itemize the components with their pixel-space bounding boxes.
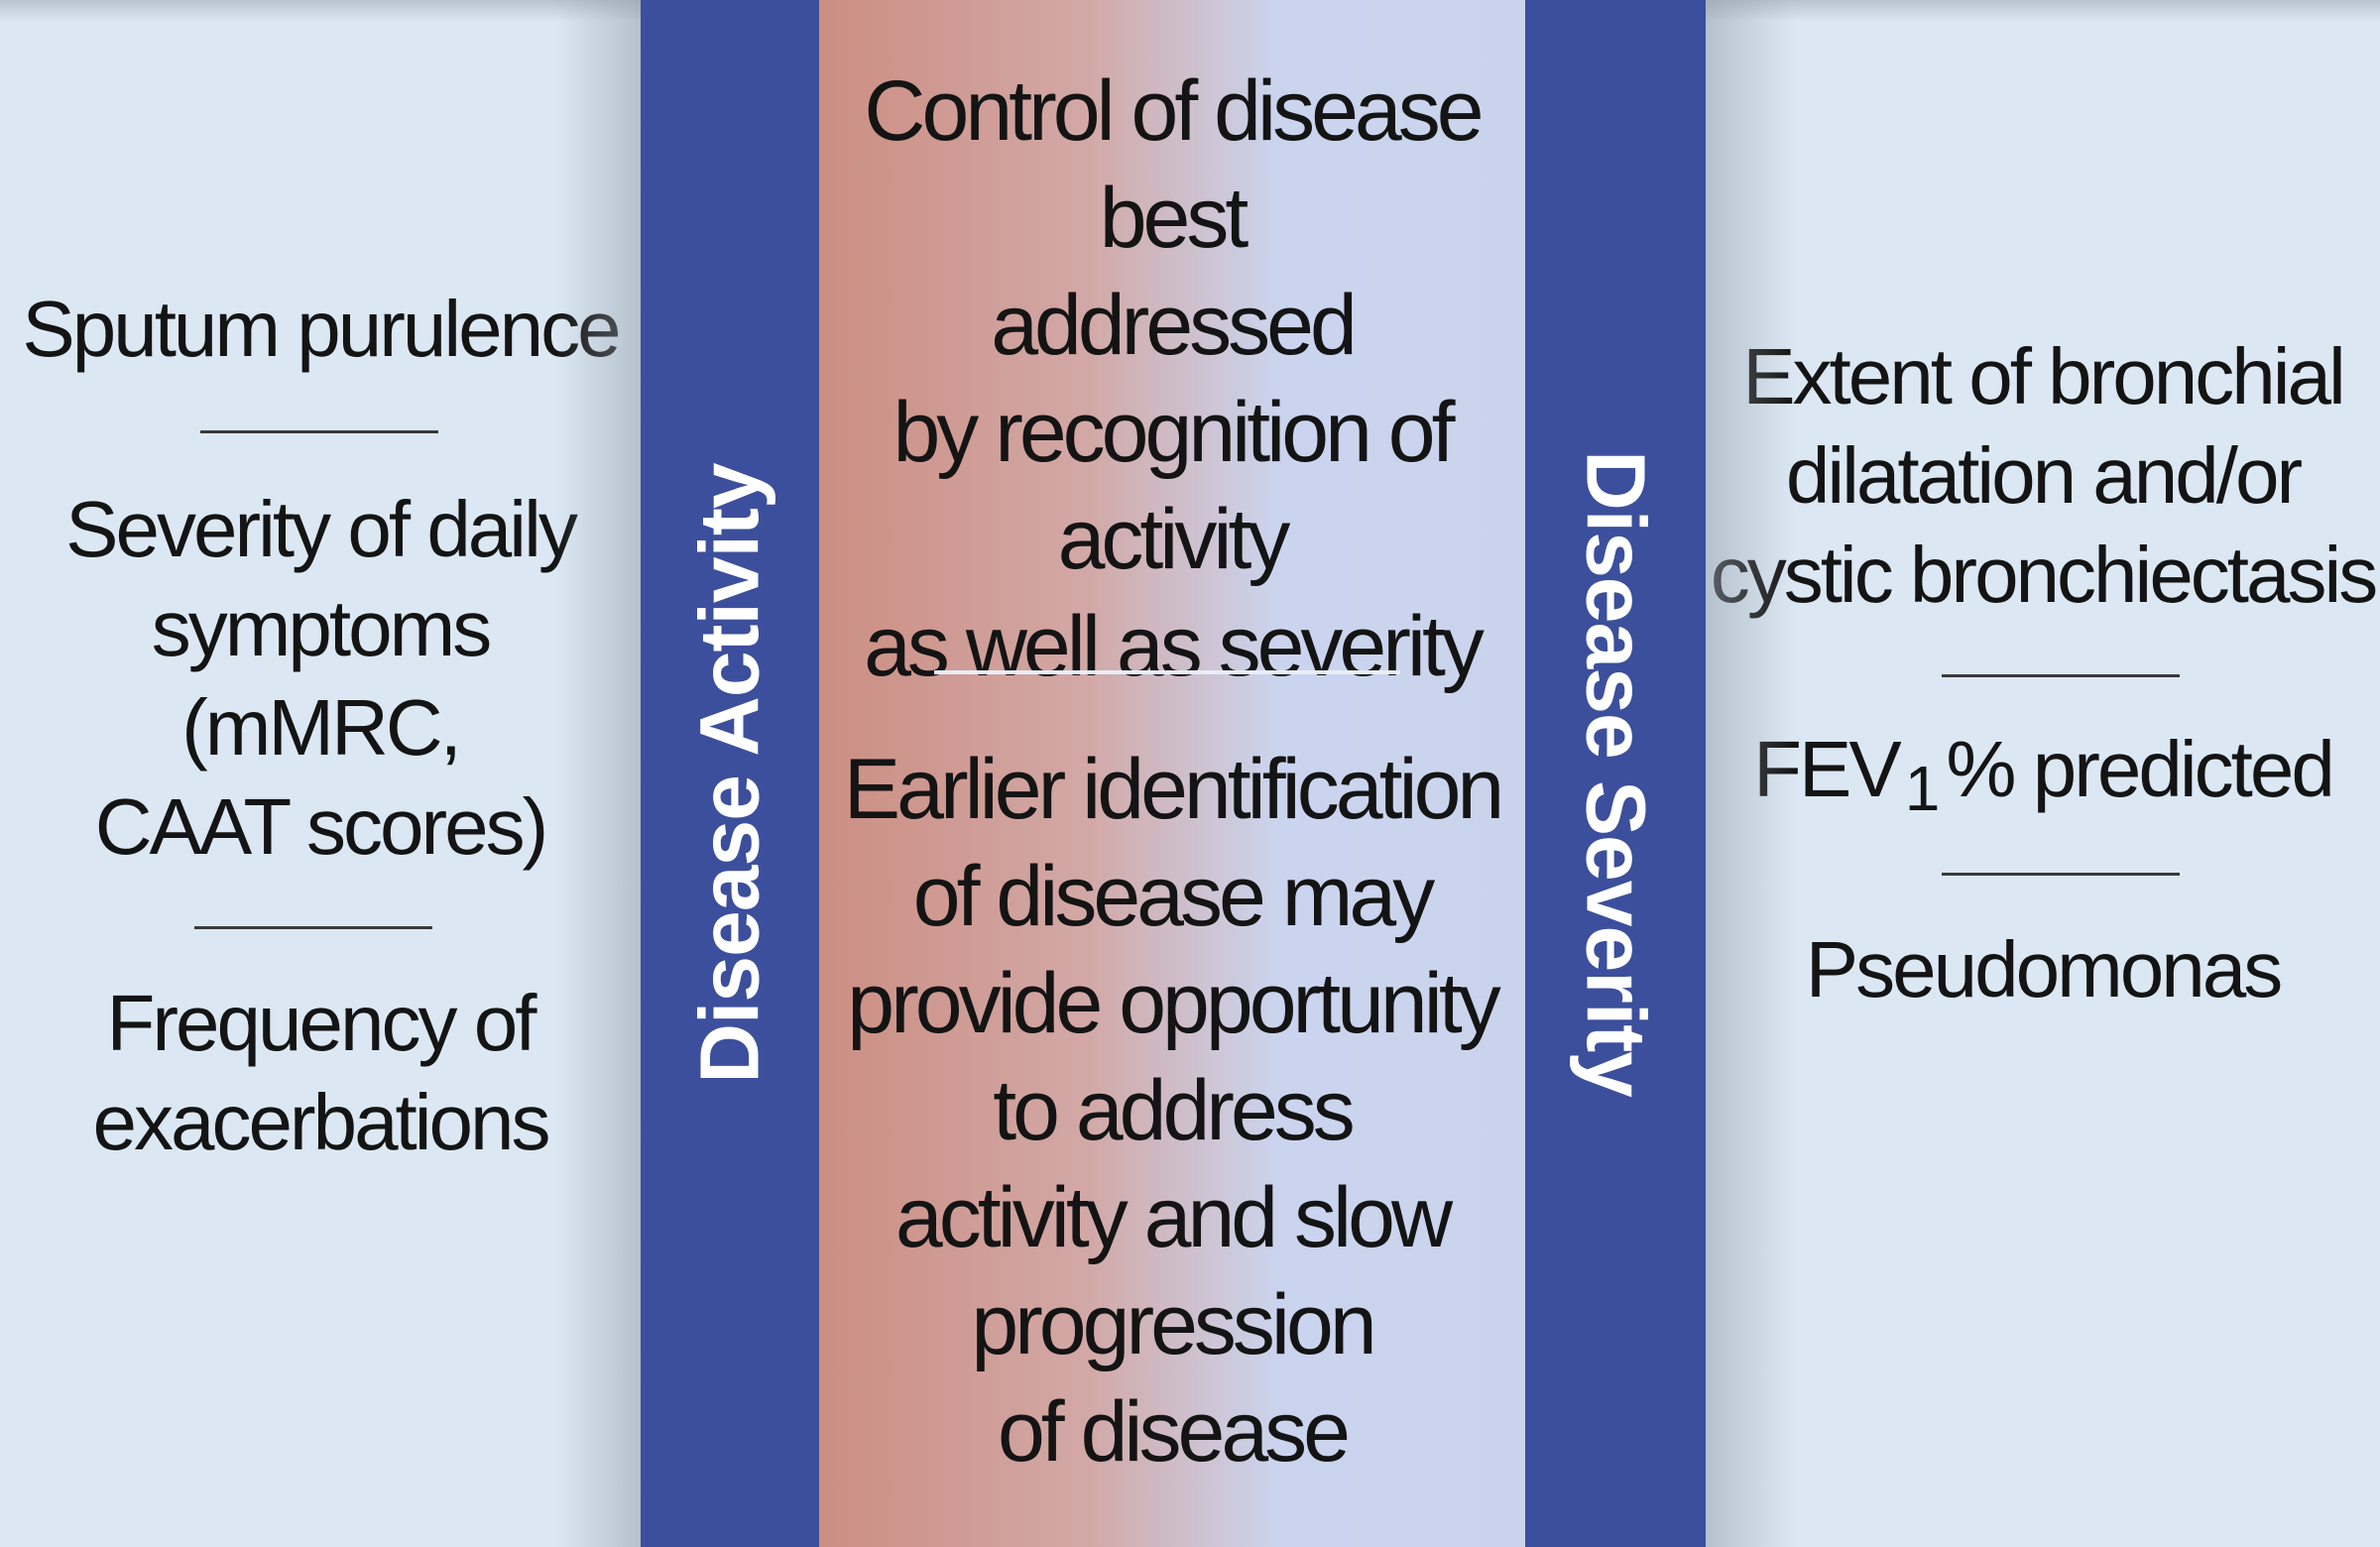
percent-predicted-label: % predicted bbox=[1946, 725, 2334, 813]
disease-severity-markers-panel: Extent of bronchial dilatation and/or cy… bbox=[1706, 0, 2380, 1547]
disease-activity-label: Disease Activity bbox=[682, 463, 776, 1084]
left-divider-1 bbox=[200, 430, 438, 433]
exacerbations-text: Frequency of exacerbations bbox=[92, 979, 550, 1166]
fev1-predicted-text: FEV1% predicted bbox=[1706, 720, 2380, 824]
right-divider-2 bbox=[1942, 873, 2180, 876]
left-divider-2 bbox=[194, 926, 432, 929]
center-explanation-panel: Control of disease best addressed by rec… bbox=[819, 0, 1525, 1547]
daily-symptoms-text: Severity of daily symptoms (mMRC, CAAT s… bbox=[65, 485, 578, 871]
fev-label: FEV bbox=[1753, 725, 1902, 813]
disease-severity-bar: Disease Severity bbox=[1525, 0, 1706, 1547]
fev-subscript: 1 bbox=[1904, 753, 1941, 824]
disease-activity-bar: Disease Activity bbox=[641, 0, 819, 1547]
disease-severity-label: Disease Severity bbox=[1569, 450, 1663, 1097]
right-divider-1 bbox=[1942, 674, 2180, 677]
sputum-purulence-text: Sputum purulence bbox=[22, 285, 621, 373]
earlier-identification-text: Earlier identification of disease may pr… bbox=[843, 742, 1504, 1480]
control-of-disease-text: Control of disease best addressed by rec… bbox=[864, 63, 1485, 694]
center-divider bbox=[934, 670, 1400, 674]
bronchial-dilatation-text: Extent of bronchial dilatation and/or cy… bbox=[1710, 332, 2379, 619]
disease-activity-markers-panel: Sputum purulence Severity of daily sympt… bbox=[0, 0, 641, 1547]
pseudomonas-text: Pseudomonas bbox=[1805, 925, 2283, 1013]
